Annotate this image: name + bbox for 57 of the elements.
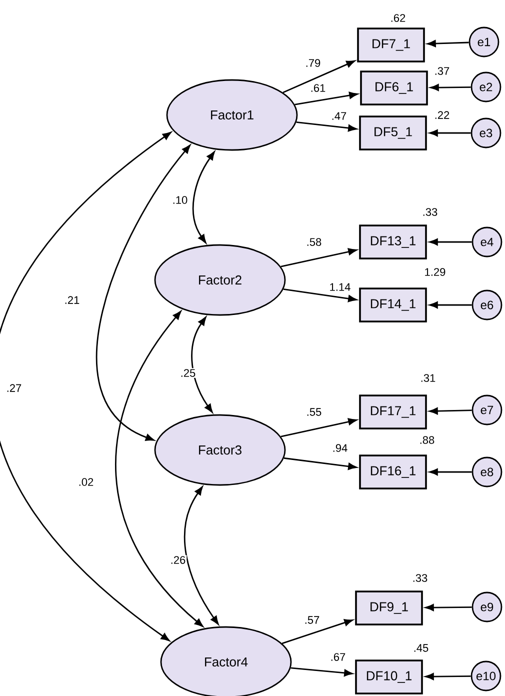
value-label: .88 xyxy=(420,436,434,444)
edge-label: .61 xyxy=(309,83,327,93)
double-headed-arrow xyxy=(115,310,204,627)
edge-label: .27 xyxy=(5,383,23,393)
arrow xyxy=(427,40,469,48)
observed-variable-box: DF6_1 xyxy=(360,70,428,106)
arrow xyxy=(282,619,353,644)
edge-label: .57 xyxy=(303,615,321,625)
edge-label: .94 xyxy=(331,443,349,453)
observed-variable-box: DF14_1 xyxy=(359,288,427,322)
observed-variable-box: DF10_1 xyxy=(355,660,423,694)
observed-variable-box: DF17_1 xyxy=(359,394,427,430)
edge-label: .26 xyxy=(169,555,187,565)
arrow xyxy=(429,302,472,308)
edge-label: .67 xyxy=(329,652,347,662)
arrow xyxy=(284,457,357,470)
value-label: .45 xyxy=(414,644,428,652)
value-label: .62 xyxy=(391,14,406,22)
observed-variable-box: DF7_1 xyxy=(357,28,425,62)
arrow xyxy=(429,238,472,246)
arrow xyxy=(283,288,357,302)
edge-label: .21 xyxy=(63,295,81,305)
arrow xyxy=(294,92,358,106)
value-label: .22 xyxy=(435,111,450,119)
double-headed-arrow xyxy=(96,144,190,441)
double-headed-arrow xyxy=(192,151,215,244)
double-headed-arrow xyxy=(184,486,219,625)
edge-label: .58 xyxy=(305,237,323,247)
observed-variable-box: DF5_1 xyxy=(359,116,427,150)
observed-variable-box: DF9_1 xyxy=(355,590,423,626)
arrow xyxy=(430,84,471,92)
observed-variable-box: DF16_1 xyxy=(359,454,427,490)
arrow xyxy=(280,248,357,268)
arrow xyxy=(282,60,356,94)
value-label: .37 xyxy=(435,67,450,75)
value-label: .33 xyxy=(413,574,428,582)
observed-variable-box: DF13_1 xyxy=(359,224,427,260)
edge-label: .25 xyxy=(179,368,197,378)
arrow xyxy=(280,418,357,438)
arrow xyxy=(429,468,472,476)
edge-label: .10 xyxy=(171,195,189,205)
value-label: .33 xyxy=(423,208,438,216)
double-headed-arrow xyxy=(0,132,172,642)
value-label: .31 xyxy=(421,374,436,382)
value-label: 1.29 xyxy=(425,268,446,276)
arrow xyxy=(425,673,471,680)
arrow xyxy=(296,122,357,132)
arrow xyxy=(290,667,353,676)
double-headed-arrow xyxy=(191,316,213,413)
edge-label: .02 xyxy=(77,477,95,487)
edge-label: .47 xyxy=(330,111,348,121)
edge-label: .79 xyxy=(304,58,322,68)
arrow xyxy=(429,130,471,136)
arrow xyxy=(425,604,472,612)
edge-label: 1.14 xyxy=(328,282,352,292)
edge-label: .55 xyxy=(305,407,323,417)
arrow xyxy=(429,408,472,415)
